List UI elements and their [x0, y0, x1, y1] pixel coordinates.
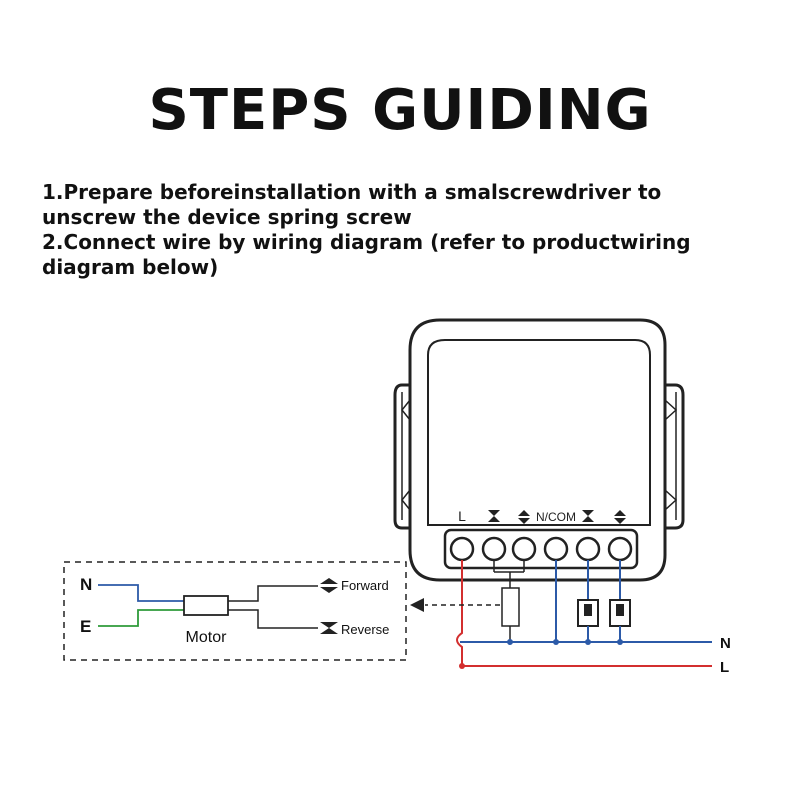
module-left-clip — [393, 383, 410, 530]
terminal-label-l: L — [458, 508, 466, 524]
forward-arrow-icon — [320, 578, 338, 593]
module-right-clip — [665, 383, 685, 530]
motor-earth-wire — [98, 609, 184, 627]
module-inner-panel — [427, 339, 651, 526]
reverse-label: Reverse — [341, 622, 389, 637]
motor-terminal-wires — [493, 560, 525, 642]
terminal-screw-5 — [575, 536, 601, 562]
terminal-screw-2 — [481, 536, 507, 562]
reverse-arrow-icon — [488, 510, 500, 522]
forward-arrow-icon — [518, 510, 530, 524]
terminal-screw-3 — [511, 536, 537, 562]
forward-label: Forward — [341, 578, 389, 593]
motor-input-n-label: N — [80, 575, 92, 594]
reverse-arrow-icon — [320, 622, 338, 634]
step-2: 2.Connect wire by wiring diagram (refer … — [42, 230, 691, 279]
motor-body — [183, 595, 229, 616]
terminal-screw-ncom — [543, 536, 569, 562]
terminal-screws — [449, 536, 633, 562]
motor-wiring-box — [63, 561, 407, 661]
terminal-screw-l — [449, 536, 475, 562]
module-outer-shell — [408, 318, 667, 582]
mains-l-label: L — [720, 659, 729, 676]
switch-icon — [577, 599, 599, 627]
page-title: STEPS GUIDING — [148, 78, 652, 143]
switch-module — [393, 318, 685, 582]
pointer-arrow-icon — [410, 598, 424, 612]
capacitor — [501, 587, 520, 627]
terminal-screw-6 — [607, 536, 633, 562]
reverse-arrow-icon — [582, 510, 594, 522]
motor-neutral-wire — [98, 584, 184, 602]
forward-arrow-icon — [614, 510, 626, 524]
mains-n-label: N — [720, 635, 731, 652]
switch-icon — [609, 599, 631, 627]
terminal-label-ncom: N/COM — [536, 510, 576, 524]
terminal-block — [443, 528, 639, 570]
motor-input-e-label: E — [80, 617, 91, 636]
instruction-list: 1.Prepare beforeinstallation with a smal… — [42, 180, 742, 280]
step-1: 1.Prepare beforeinstallation with a smal… — [42, 180, 662, 229]
motor-label: Motor — [186, 629, 228, 646]
live-feed-wire — [456, 560, 463, 666]
